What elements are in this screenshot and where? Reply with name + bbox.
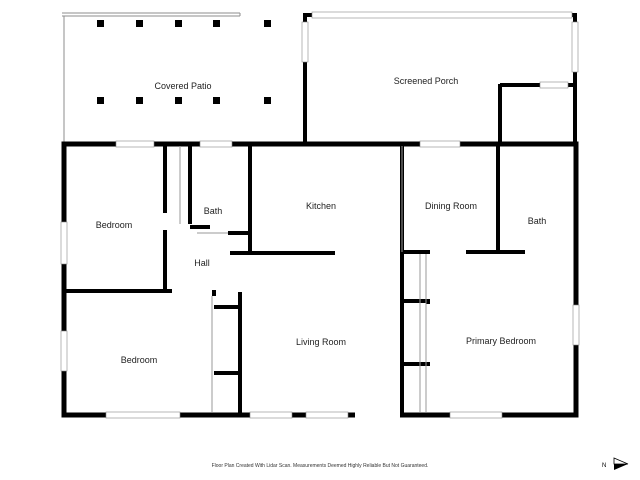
room-label-hall: Hall xyxy=(194,258,210,268)
room-label-kitchen: Kitchen xyxy=(305,201,337,211)
patio-columns xyxy=(97,20,271,104)
interior-walls xyxy=(66,146,525,413)
room-label-living-room: Living Room xyxy=(295,337,347,347)
room-label-covered-patio: Covered Patio xyxy=(154,81,212,91)
windows xyxy=(60,140,580,419)
screened-porch-walls xyxy=(301,11,579,143)
room-label-bath-2: Bath xyxy=(527,216,547,226)
north-arrow-icon: N xyxy=(602,457,629,470)
closet-lines xyxy=(179,146,427,412)
north-letter: N xyxy=(602,463,606,469)
room-label-dining-room: Dining Room xyxy=(424,201,478,211)
door-openings xyxy=(355,410,400,418)
covered-patio-outline xyxy=(62,12,241,143)
room-label-primary-bedroom: Primary Bedroom xyxy=(465,336,537,346)
room-label-bedroom-2: Bedroom xyxy=(120,355,158,365)
room-label-bath-1: Bath xyxy=(203,206,223,216)
room-label-bedroom-1: Bedroom xyxy=(95,220,133,230)
room-label-screened-porch: Screened Porch xyxy=(393,76,459,86)
footer-disclaimer: Floor Plan Created With Lidar Scan. Meas… xyxy=(211,463,429,469)
